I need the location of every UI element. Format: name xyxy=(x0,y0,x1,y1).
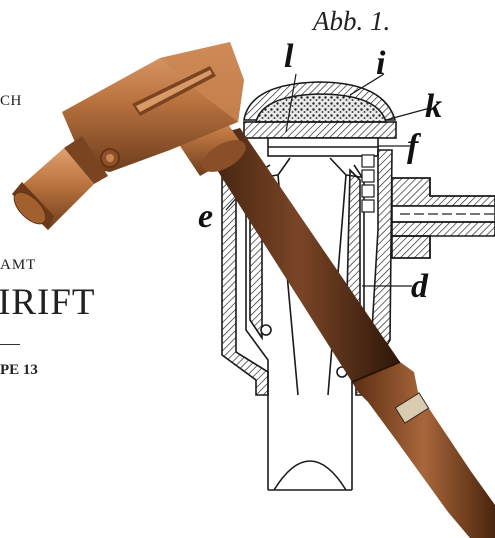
text-fragment-amt: AMT xyxy=(0,257,37,273)
figure-label-k: k xyxy=(425,88,442,125)
figure-label-l: l xyxy=(284,38,294,75)
figure-label-i: i xyxy=(376,45,386,82)
figure-title: Abb. 1. xyxy=(313,6,391,36)
figure-label-f: f xyxy=(407,128,419,165)
figure-label-e: e xyxy=(198,198,214,235)
text-fragment-title: IRIFT xyxy=(0,282,96,323)
cross-section-drawing xyxy=(221,73,495,491)
hammer-handle xyxy=(198,128,495,538)
hammer-head xyxy=(12,42,244,230)
text-fragment-ch: CH xyxy=(0,93,22,109)
figure-label-d: d xyxy=(411,268,428,305)
text-fragment-page: PE 13 xyxy=(0,362,38,378)
hammer xyxy=(12,42,495,538)
divider xyxy=(0,344,20,345)
